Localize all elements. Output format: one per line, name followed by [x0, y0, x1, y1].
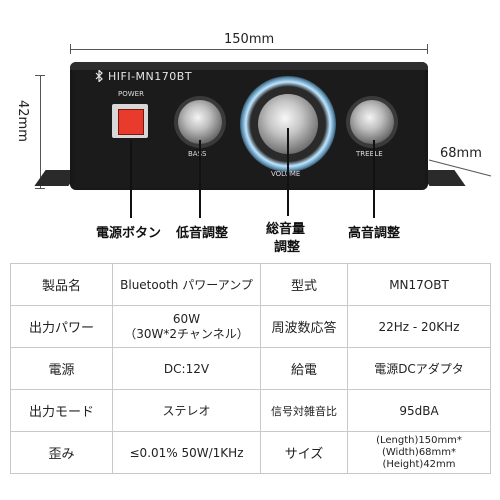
volume-callout-arrow: [287, 128, 289, 216]
spec-value: 電源DCアダプタ: [347, 347, 491, 390]
bass-knob[interactable]: [178, 100, 222, 144]
spec-table: 製品名 Bluetooth パワーアンプ 型式 MN17OBT 出力パワー 60…: [10, 263, 491, 474]
spec-label: 製品名: [10, 263, 113, 306]
spec-value-line: (Width)68mm*: [381, 446, 457, 458]
bass-adjust-caption: 低音調整: [176, 226, 229, 241]
power-button[interactable]: [118, 109, 144, 135]
spec-value: ステレオ: [112, 389, 261, 432]
height-dimension-line: [40, 75, 41, 188]
spec-value: ≤0.01% 50W/1KHz: [112, 431, 261, 474]
spec-value: DC:12V: [112, 347, 261, 390]
height-dimension-label: 42mm: [15, 100, 30, 142]
amplifier-top-edge: [70, 62, 428, 70]
spec-value: 60W （30W*2チャンネル）: [112, 305, 261, 348]
spec-value-line: 60W: [172, 311, 201, 326]
table-row: 歪み ≤0.01% 50W/1KHz サイズ (Length)150mm* (W…: [10, 431, 491, 474]
treble-callout-arrow: [373, 140, 375, 218]
treble-label: TREBLE: [356, 150, 383, 158]
height-dimension-tick-bottom: [35, 188, 45, 189]
spec-value: Bluetooth パワーアンプ: [112, 263, 261, 306]
spec-label: 給電: [260, 347, 348, 390]
table-row: 出力モード ステレオ 信号対雑音比 95dBA: [10, 389, 491, 432]
spec-label: 周波数応答: [260, 305, 348, 348]
bluetooth-icon: [95, 70, 103, 82]
width-dimension-label: 150mm: [224, 32, 275, 47]
power-button-caption: 電源ボタン: [96, 226, 162, 241]
spec-label: 信号対雑音比: [260, 389, 348, 432]
treble-adjust-caption: 高音調整: [348, 226, 401, 241]
model-label: HIFI-MN170BT: [108, 70, 193, 83]
spec-value-line: (Length)150mm*: [376, 434, 462, 446]
volume-adjust-caption-line2: 調整: [274, 240, 301, 255]
spec-value: 22Hz - 20KHz: [347, 305, 491, 348]
spec-label: 歪み: [10, 431, 113, 474]
volume-label: VOLUME: [271, 170, 301, 178]
table-row: 製品名 Bluetooth パワーアンプ 型式 MN17OBT: [10, 263, 491, 306]
power-label: POWER: [118, 90, 144, 98]
table-row: 出力パワー 60W （30W*2チャンネル） 周波数応答 22Hz - 20KH…: [10, 305, 491, 348]
spec-value-line: （30W*2チャンネル）: [124, 326, 249, 341]
spec-label: 出力モード: [10, 389, 113, 432]
spec-label: 型式: [260, 263, 348, 306]
depth-dimension-label: 68mm: [440, 146, 482, 161]
height-dimension-tick-top: [35, 75, 45, 76]
table-row: 電源 DC:12V 給電 電源DCアダプタ: [10, 347, 491, 390]
bass-label: BASS: [188, 150, 207, 158]
spec-label: 電源: [10, 347, 113, 390]
volume-adjust-caption-line1: 総音量: [266, 222, 306, 237]
spec-value: 95dBA: [347, 389, 491, 432]
spec-value: (Length)150mm* (Width)68mm* (Height)42mm: [347, 431, 491, 474]
width-dimension-tick-left: [70, 44, 71, 54]
bass-callout-arrow: [199, 140, 201, 218]
spec-value-line: (Height)42mm: [382, 458, 456, 470]
power-callout-arrow: [130, 140, 132, 218]
width-dimension-tick-right: [427, 44, 428, 54]
treble-knob[interactable]: [350, 100, 394, 144]
width-dimension-line: [70, 49, 428, 50]
spec-label: サイズ: [260, 431, 348, 474]
depth-dimension-line: [428, 159, 492, 177]
spec-value: MN17OBT: [347, 263, 491, 306]
spec-label: 出力パワー: [10, 305, 113, 348]
